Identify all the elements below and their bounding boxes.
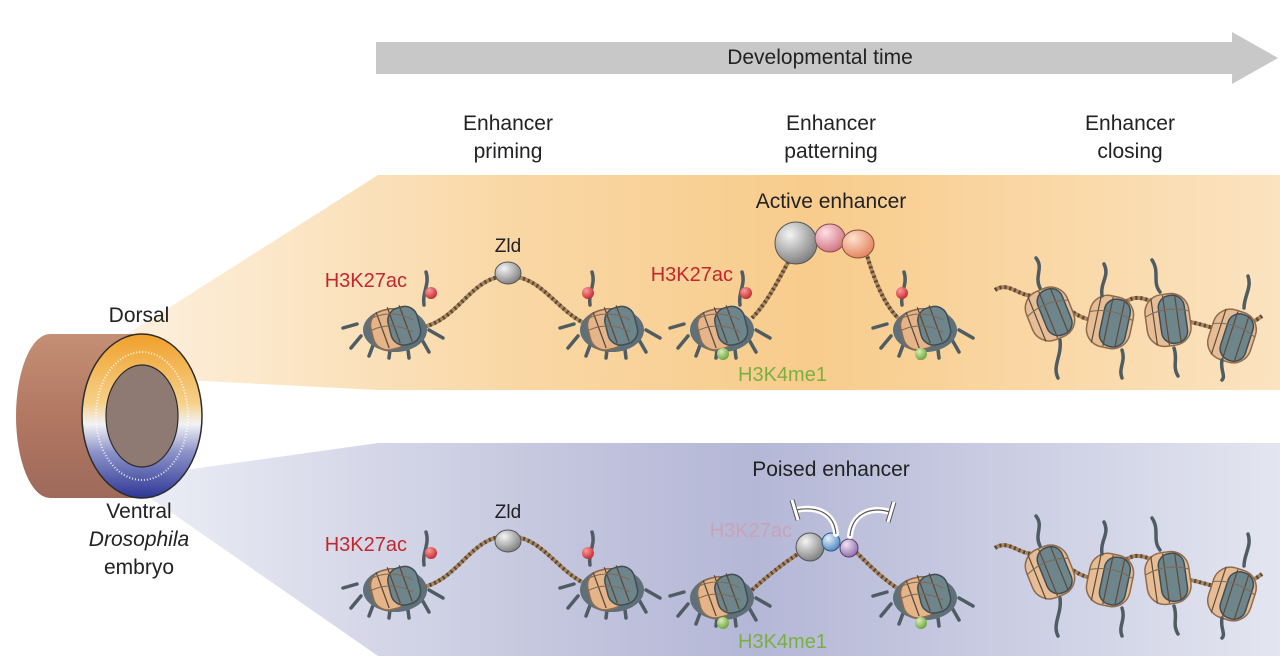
ventral-label: Ventral [106,500,171,523]
dorsal-h3k4me1: H3K4me1 [738,364,827,386]
dorsal-label: Dorsal [109,304,170,327]
dorsal-priming-chromatin [341,261,662,360]
timeline-arrow [376,32,1278,84]
ventral-zld-label: Zld [495,502,521,523]
stage-closing-line2: closing [1097,140,1162,163]
ventral-h3k4me1: H3K4me1 [738,631,827,653]
dorsal-patterning-chromatin [668,221,975,360]
active-enhancer-title: Active enhancer [756,190,907,213]
species-label: Drosophila [89,528,189,551]
ventral-closing-chromatin [993,514,1264,640]
stage-patterning-line2: patterning [784,140,877,163]
timeline-label: Developmental time [727,46,913,69]
ventral-h3k27ac-left: H3K27ac [325,534,407,556]
ventral-priming-chromatin [341,529,662,620]
stage-closing-line1: Enhancer [1085,112,1175,135]
poised-enhancer-title: Poised enhancer [752,458,910,481]
dorsal-h3k27ac-left: H3K27ac [325,270,407,292]
stage-priming-line1: Enhancer [463,112,553,135]
ventral-patterning-chromatin [668,499,975,629]
stage-patterning-line1: Enhancer [786,112,876,135]
dorsal-closing-chromatin [993,256,1264,382]
embryo-illustration [16,333,205,499]
dorsal-zld-label: Zld [495,236,521,257]
embryo-label: embryo [104,556,174,579]
stage-priming-line2: priming [474,140,543,163]
dorsal-h3k27ac-mid: H3K27ac [651,264,733,286]
ventral-h3k27ac-faded: H3K27ac [710,520,792,542]
